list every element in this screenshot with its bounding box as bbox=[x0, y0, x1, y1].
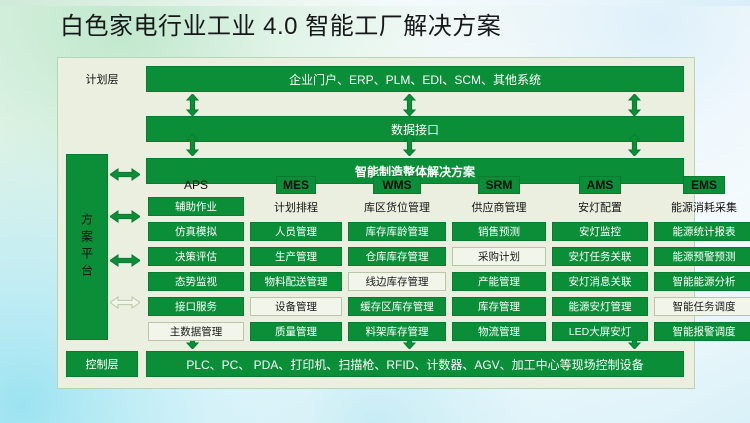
arrow-interface-to-solution-1 bbox=[186, 134, 199, 156]
module-cell-ems-3[interactable]: 智能能源分析 bbox=[654, 272, 750, 291]
module-cell-mes-4[interactable]: 设备管理 bbox=[250, 297, 342, 316]
column-header-aps[interactable]: APS bbox=[183, 178, 208, 192]
module-cell-srm-4[interactable]: 库存管理 bbox=[452, 297, 546, 316]
column-header-mes[interactable]: MES bbox=[276, 176, 316, 194]
module-cell-mes-1[interactable]: 人员管理 bbox=[250, 222, 342, 241]
module-cell-aps-5[interactable]: 接口服务 bbox=[148, 297, 244, 316]
arrow-enterprise-to-interface-3 bbox=[628, 94, 641, 116]
module-cell-ems-4[interactable]: 智能任务调度 bbox=[654, 297, 750, 316]
arrow-enterprise-to-interface-1 bbox=[186, 94, 199, 116]
module-cell-aps-2[interactable]: 仿真模拟 bbox=[148, 222, 244, 241]
module-cell-mes-2[interactable]: 生产管理 bbox=[250, 247, 342, 266]
column-header-wms[interactable]: WMS bbox=[373, 176, 421, 194]
column-subtitle-ems: 能源消耗采集 bbox=[671, 202, 737, 214]
column-subtitle-mes: 计划排程 bbox=[274, 202, 318, 214]
arrow-platform-link-3 bbox=[110, 254, 140, 267]
layer-label-platform: 方案平台 bbox=[66, 154, 108, 340]
layer-label-control: 控制层 bbox=[66, 351, 138, 377]
module-cell-mes-3[interactable]: 物料配送管理 bbox=[250, 272, 342, 291]
module-cell-wms-4[interactable]: 缓存区库存管理 bbox=[348, 297, 446, 316]
module-cell-ams-1[interactable]: 安灯监控 bbox=[552, 222, 648, 241]
column-subtitle-ams: 安灯配置 bbox=[578, 202, 622, 214]
arrow-enterprise-to-interface-2 bbox=[403, 94, 416, 116]
column-subtitle-srm: 供应商管理 bbox=[471, 202, 527, 214]
page-title: 白色家电行业工业 4.0 智能工厂解决方案 bbox=[60, 13, 502, 40]
module-cell-srm-2[interactable]: 采购计划 bbox=[452, 247, 546, 266]
module-cell-srm-3[interactable]: 产能管理 bbox=[452, 272, 546, 291]
bar-enterprise-systems: 企业门户、ERP、PLM、EDI、SCM、其他系统 bbox=[146, 66, 684, 92]
module-cell-wms-5[interactable]: 料架库存管理 bbox=[348, 322, 446, 341]
module-cell-aps-3[interactable]: 决策评估 bbox=[148, 247, 244, 266]
module-cell-aps-1[interactable]: 辅助作业 bbox=[148, 197, 244, 216]
module-cell-ems-5[interactable]: 智能报警调度 bbox=[654, 322, 750, 341]
module-cell-ems-1[interactable]: 能源统计报表 bbox=[654, 222, 750, 241]
module-cell-srm-1[interactable]: 销售预测 bbox=[452, 222, 546, 241]
module-cell-aps-6[interactable]: 主数据管理 bbox=[148, 322, 244, 341]
arrow-platform-link-4 bbox=[110, 296, 140, 309]
module-cell-mes-5[interactable]: 质量管理 bbox=[250, 322, 342, 341]
module-cell-ams-2[interactable]: 安灯任务关联 bbox=[552, 247, 648, 266]
module-cell-ems-2[interactable]: 能源预警预测 bbox=[654, 247, 750, 266]
arrow-interface-to-solution-3 bbox=[628, 134, 641, 156]
module-cell-ams-5[interactable]: LED大屏安灯 bbox=[552, 322, 648, 341]
layer-label-plan: 计划层 bbox=[66, 66, 138, 92]
column-header-srm[interactable]: SRM bbox=[478, 176, 520, 194]
bar-control-devices: PLC、PC、 PDA、打印机、扫描枪、RFID、计数器、AGV、加工中心等现场… bbox=[146, 351, 684, 377]
module-cell-wms-3[interactable]: 线边库存管理 bbox=[348, 272, 446, 291]
arrow-platform-link-1 bbox=[110, 168, 140, 181]
module-cell-ams-3[interactable]: 安灯消息关联 bbox=[552, 272, 648, 291]
module-cell-wms-1[interactable]: 库存库龄管理 bbox=[348, 222, 446, 241]
column-header-ems[interactable]: EMS bbox=[683, 176, 725, 194]
module-cell-aps-4[interactable]: 态势监视 bbox=[148, 272, 244, 291]
platform-label-text: 方案平台 bbox=[79, 213, 94, 281]
column-header-ams[interactable]: AMS bbox=[579, 176, 621, 194]
arrow-platform-link-2 bbox=[110, 210, 140, 223]
arrow-interface-to-solution-2 bbox=[403, 134, 416, 156]
module-cell-ams-4[interactable]: 能源安灯管理 bbox=[552, 297, 648, 316]
bar-data-interface: 数据接口 bbox=[146, 116, 684, 142]
module-cell-srm-5[interactable]: 物流管理 bbox=[452, 322, 546, 341]
module-cell-wms-2[interactable]: 仓库库存管理 bbox=[348, 247, 446, 266]
architecture-diagram: 计划层 方案平台 控制层 企业门户、ERP、PLM、EDI、SCM、其他系统 数… bbox=[57, 57, 750, 389]
column-subtitle-wms: 库区货位管理 bbox=[364, 202, 430, 214]
